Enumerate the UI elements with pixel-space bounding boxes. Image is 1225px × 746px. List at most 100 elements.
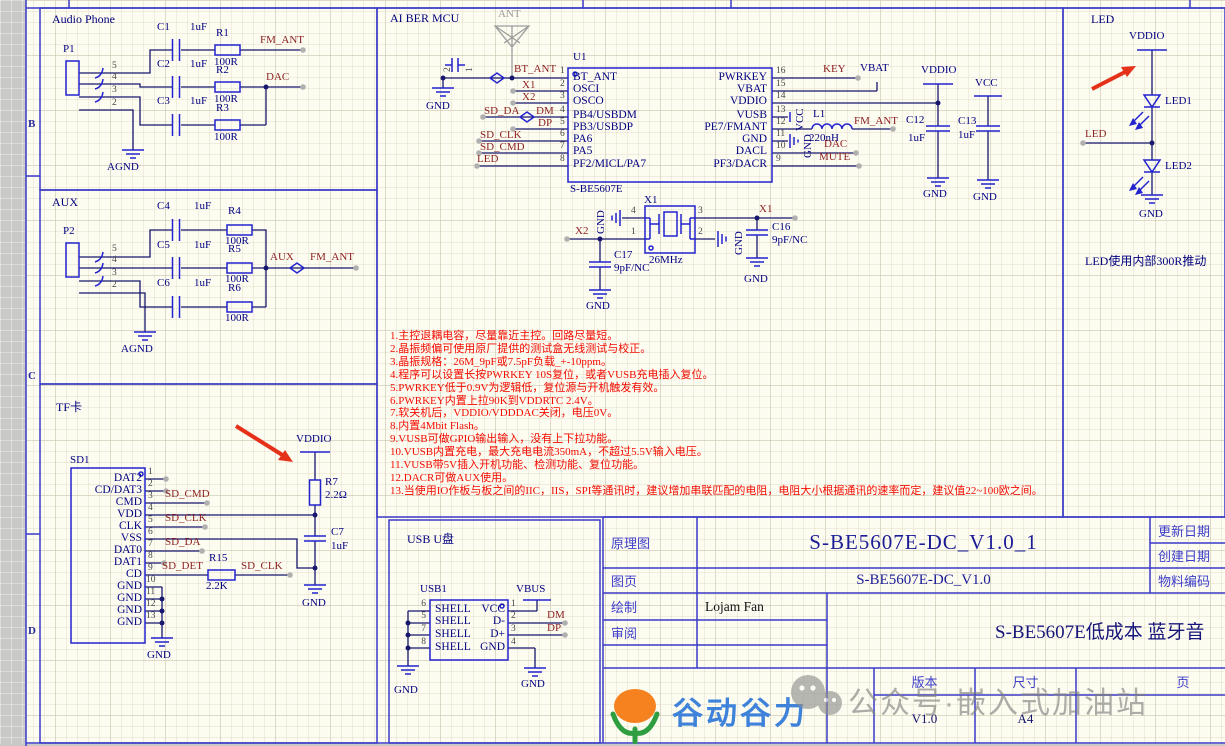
c17-val: 9pF/NC xyxy=(614,262,650,274)
section-audio-box xyxy=(39,7,378,191)
usb-gnd-left: GND xyxy=(394,684,418,696)
aux-cap-plates xyxy=(171,219,181,318)
vbus-pwr: VBUS xyxy=(516,583,546,595)
title-block-schematic-name: S-BE5607E-DC_V1.0_1 xyxy=(809,530,1038,554)
vddio-pwr-tf: VDDIO xyxy=(296,433,332,445)
c16-gnd: GND xyxy=(744,273,768,285)
sd1-name-gnd12: GND xyxy=(117,604,142,616)
net-endpoint-dots xyxy=(161,47,1086,638)
power-bars xyxy=(300,49,1167,601)
cap-plates-c13 xyxy=(976,125,1000,132)
led-wires xyxy=(1083,50,1153,195)
sheet-margin-left xyxy=(0,0,26,746)
sheet-frame xyxy=(25,0,1225,746)
u1-pin-10: 10 xyxy=(776,141,786,151)
sd1-name-dat0: DAT0 xyxy=(113,544,142,556)
x1-pin-3: 3 xyxy=(698,206,703,216)
audio-wires xyxy=(79,49,303,150)
c5-val: 1uF xyxy=(194,239,212,251)
u1-name-gnd: GND xyxy=(742,133,767,145)
vbat-pwr: VBAT xyxy=(860,62,889,74)
design-note-1: 1.主控退耦电容，尽量靠近主控。回路尽量短。 xyxy=(390,330,619,342)
l1-val: 220nH xyxy=(809,132,839,144)
title-block-sheet-label: 图页 xyxy=(611,574,638,589)
p2-pin-5: 5 xyxy=(112,244,117,254)
sd1-pin-12: 12 xyxy=(146,599,156,609)
x1-quartz xyxy=(663,211,678,237)
u1-pin-5: 5 xyxy=(560,117,565,127)
r5-ref: R5 xyxy=(228,243,241,255)
design-note-3: 3.晶振规格：26M_9pF或7.5pF负载_+-10ppm。 xyxy=(390,355,612,368)
sd1-pin-3: 3 xyxy=(148,491,153,501)
sd1-name-dat2: DAT2 xyxy=(113,472,142,484)
ant-label: ANT xyxy=(498,8,521,20)
u1-symbol xyxy=(567,67,773,183)
title-block-page-label: 页 xyxy=(1176,675,1190,690)
u1-name-pe7: PE7/FMANT xyxy=(704,121,767,133)
c17-ref: C17 xyxy=(614,249,633,261)
title-block-sheet-name: S-BE5607E-DC_V1.0 xyxy=(856,572,991,588)
sd1-name-cd: CD xyxy=(126,568,142,580)
aux-agnd-label: AGND xyxy=(121,343,153,355)
u1-name-vbat: VBAT xyxy=(736,83,767,95)
c13-gnd: GND xyxy=(973,191,997,203)
title-block-size-label: 尺寸 xyxy=(1012,675,1039,690)
p1-pin-5: 5 xyxy=(112,61,117,71)
tf-section-title: TF卡 xyxy=(56,400,83,414)
u1-name-dacl: DACL xyxy=(735,145,767,157)
sd-cmd-net-tf: SD_CMD xyxy=(165,488,210,500)
sd-clk-net-tf: SD_CLK xyxy=(165,512,207,524)
r4-ref: R4 xyxy=(228,205,241,217)
x1-crystal-internals xyxy=(645,214,695,240)
usb1-pin-8: 8 xyxy=(421,637,426,647)
fm-ant-net-aux: FM_ANT xyxy=(310,251,355,263)
frame-row-c: C xyxy=(28,370,36,382)
r1-ref: R1 xyxy=(216,27,229,39)
p2-pin-4: 4 xyxy=(112,255,117,265)
audio-agnd-label: AGND xyxy=(107,161,139,173)
cap-plates-c16 xyxy=(746,229,768,236)
r7-val: 2.2Ω xyxy=(325,489,347,501)
xtal-gnd-right: GND xyxy=(733,231,745,255)
xtal-wires xyxy=(567,217,795,290)
resistor-r1 xyxy=(214,44,241,56)
usb1-name-dminus: D- xyxy=(492,615,505,627)
u1-pin-7: 7 xyxy=(560,141,565,151)
u1-name-pb3: PB3/USBDP xyxy=(573,121,634,133)
c5-ref: C5 xyxy=(157,239,170,251)
sd1-pin-6: 6 xyxy=(148,527,153,537)
u1-name-osci: OSCI xyxy=(573,83,600,95)
design-note-6: 6.PWRKEY内置上拉90K到VDDRTC 2.4V。 xyxy=(390,394,599,407)
sd1-pin-10: 10 xyxy=(146,575,156,585)
design-note-5: 5.PWRKEY低于0.9V为逻辑低，复位源与开机触发有效。 xyxy=(390,381,665,394)
sd-da-net-tf: SD_DA xyxy=(165,536,201,548)
design-note-10: 10.VUSB内置充电，最大充电电流350mA，不超过5.5V输入电压。 xyxy=(390,446,708,459)
p1-ref: P1 xyxy=(63,43,75,55)
usb1-name-shell5: SHELL xyxy=(435,615,471,627)
c4-val: 1uF xyxy=(194,200,212,212)
usb1-pin-2: 2 xyxy=(511,611,516,621)
resistor-r15 xyxy=(207,569,236,581)
c17-gnd: GND xyxy=(586,300,610,312)
vcc-pwr-vusb: VCC xyxy=(794,108,806,131)
mcu-ant-gnd: GND xyxy=(426,100,450,112)
r5-val: 100R xyxy=(225,273,249,285)
x1-net-xtal: X1 xyxy=(759,203,773,215)
c2-val: 1uF xyxy=(190,58,208,70)
u1-name-osco: OSCO xyxy=(573,95,604,107)
sd1-pin-7: 7 xyxy=(148,539,153,549)
c1-val: 1uF xyxy=(190,21,208,33)
p1-pin-4: 4 xyxy=(112,72,117,82)
dac-net-audio: DAC xyxy=(266,71,290,83)
frame-row-d: D xyxy=(28,625,36,637)
x2-net-left: X2 xyxy=(522,91,536,103)
design-note-9: 9.VUSB可做GPIO输出输入，没有上下拉功能。 xyxy=(390,433,619,446)
vddio-pwr-led: VDDIO xyxy=(1129,30,1165,42)
sd1-pin-9: 9 xyxy=(148,563,153,573)
u1-pin-14: 14 xyxy=(776,91,786,101)
c12-val: 1uF xyxy=(908,132,926,144)
sd-det-net: SD_DET xyxy=(162,560,203,572)
led2-symbol xyxy=(1142,159,1162,174)
c13-val: 1uF xyxy=(958,129,976,141)
